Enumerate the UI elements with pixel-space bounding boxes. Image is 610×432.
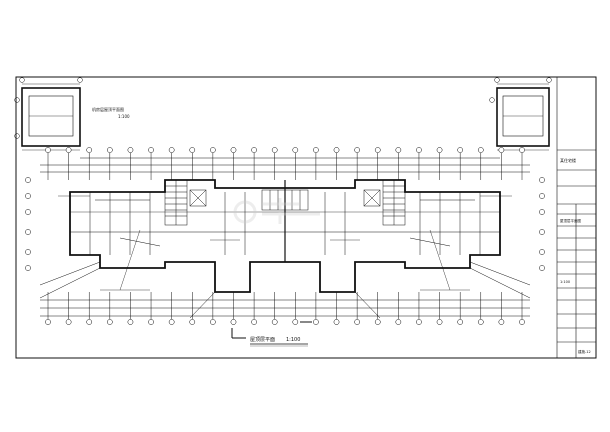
axis-bubble (168, 147, 175, 153)
axis-bubble (25, 209, 31, 215)
axis-bubble (539, 249, 545, 255)
stair-core-center (261, 189, 309, 211)
axis-bubble (333, 319, 340, 325)
title-block-drawing-no: 建施-12 (578, 349, 591, 354)
section-cut-marks (231, 321, 312, 339)
axis-bubble (313, 147, 319, 153)
axis-bubble (539, 265, 545, 271)
title-block (556, 77, 596, 358)
inset-title: 机房层屋顶平面图 (92, 106, 124, 112)
annotation-leaders (58, 195, 512, 291)
axis-bubble (292, 319, 299, 325)
axis-bubble (354, 319, 360, 325)
main-drawing-title: 屋顶层平面 (250, 337, 275, 343)
axis-bubble (25, 265, 31, 271)
axis-bubble (519, 319, 525, 325)
right-inset-plan (489, 77, 552, 151)
watermark-logo (233, 198, 320, 224)
axis-bubble (86, 319, 93, 325)
top-dimension-lines (40, 157, 530, 173)
axis-bubble (86, 147, 93, 153)
axis-bubble (292, 147, 299, 153)
axis-bubble (251, 319, 257, 325)
axis-bubble (210, 319, 216, 325)
axis-bubble (416, 147, 422, 153)
axis-bubble (539, 209, 545, 215)
title-block-scale: 1:100 (560, 280, 570, 284)
axis-bubble (45, 147, 51, 153)
axis-bubble (519, 147, 525, 153)
axis-bubble (436, 147, 443, 153)
axis-bubble (498, 319, 505, 325)
axis-bubble (106, 319, 113, 325)
axis-bubble (148, 319, 154, 325)
axis-bubble (25, 177, 31, 183)
left-inset-plan (14, 77, 83, 151)
axis-bubble (498, 147, 505, 153)
axis-bubble (539, 193, 545, 199)
axis-bubble (374, 147, 381, 153)
axis-bubble (374, 319, 381, 325)
stair-core-right (363, 179, 406, 226)
side-axis-bubbles (25, 177, 545, 271)
axis-bubble (106, 147, 113, 153)
axis-bubble (230, 147, 237, 153)
axis-bubble (45, 319, 51, 325)
axis-bubble (271, 147, 278, 153)
axis-bubble (395, 147, 402, 153)
axis-bubble (65, 147, 72, 153)
axis-bubble (313, 319, 319, 325)
stair-core-left (164, 179, 207, 226)
axis-bubble (539, 229, 545, 235)
axis-bubble (477, 147, 484, 153)
axis-bubble (416, 319, 422, 325)
axis-bubble (189, 147, 196, 153)
axis-bubble (168, 319, 175, 325)
axis-bubble (65, 319, 72, 325)
axis-bubble (457, 319, 464, 325)
axis-bubble (127, 147, 134, 153)
sheet-border (15, 76, 597, 359)
axis-bubble (189, 319, 196, 325)
axis-bubble (436, 319, 443, 325)
axis-bubble (395, 319, 402, 325)
axis-bubble (457, 147, 464, 153)
title-block-sheet: 屋顶层平面图 (560, 218, 581, 223)
main-drawing-scale: 1:100 (286, 337, 300, 343)
axis-bubble (25, 193, 31, 199)
axis-bubble (477, 319, 484, 325)
bottom-axis-bubbles (45, 292, 525, 325)
axis-bubble (251, 147, 257, 153)
axis-bubble (25, 229, 31, 235)
roof-slope-lines (39, 199, 531, 319)
title-block-project: 某住宅楼 (560, 157, 576, 163)
axis-bubble (25, 249, 31, 255)
axis-bubble (148, 147, 154, 153)
axis-bubble (271, 319, 278, 325)
interior-partitions (89, 192, 481, 255)
axis-bubble (127, 319, 134, 325)
axis-bubble (230, 319, 237, 325)
axis-bubble (354, 147, 360, 153)
building-outline (69, 179, 501, 293)
axis-bubble (210, 147, 216, 153)
top-axis-bubbles (45, 147, 525, 180)
inset-scale: 1:100 (118, 114, 130, 119)
axis-bubble (539, 177, 545, 183)
axis-bubble (333, 147, 340, 153)
bottom-dimension-lines (40, 299, 530, 317)
